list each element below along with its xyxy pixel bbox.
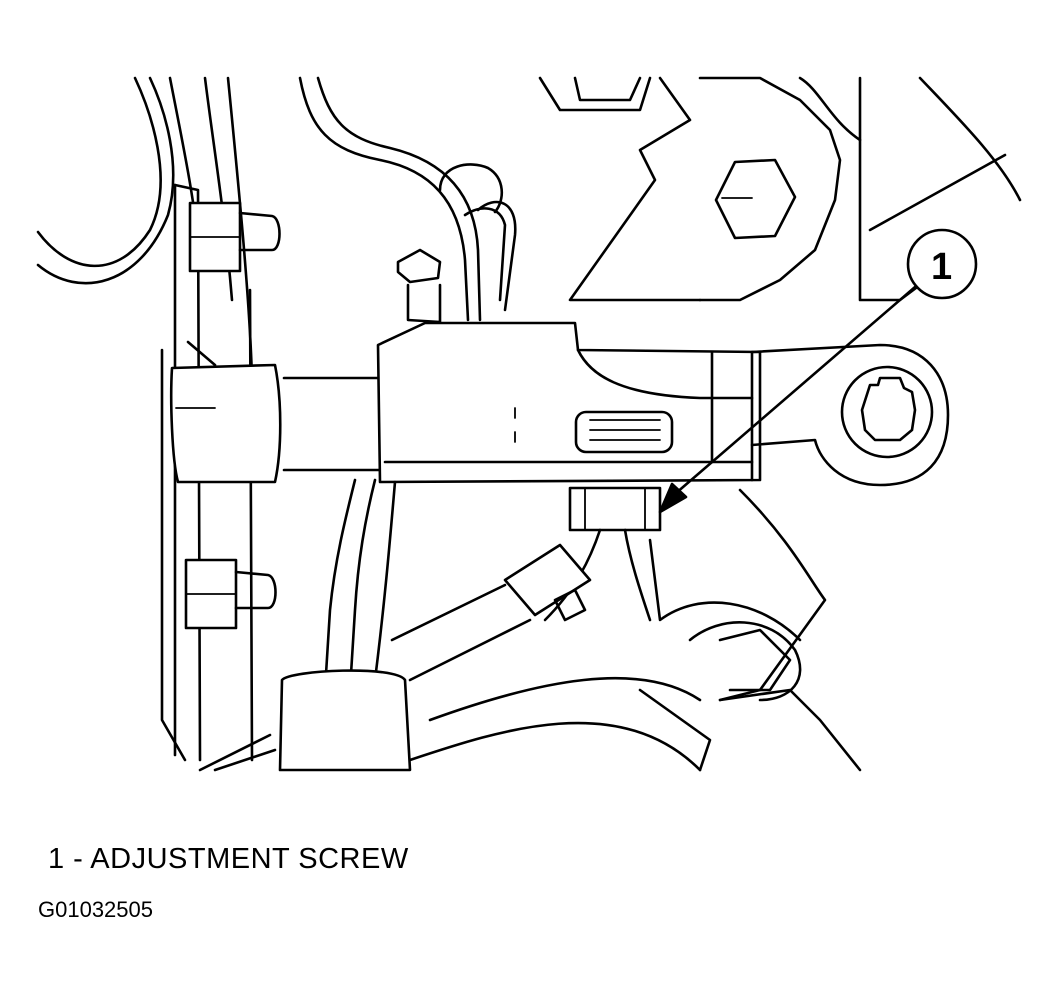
grommet <box>438 163 503 214</box>
wire-harness-upper <box>298 76 517 322</box>
brake-lamp-switch-diagram: 1 <box>36 76 1022 772</box>
switch-body <box>169 321 762 484</box>
callout-1: 1 <box>658 228 978 514</box>
adjustment-screw <box>568 486 662 532</box>
callout-number: 1 <box>931 246 952 288</box>
hex-nut-upper <box>714 158 797 240</box>
dash-trim-panel <box>36 76 254 382</box>
legend-text: 1 - ADJUSTMENT SCREW <box>48 843 409 875</box>
lower-connector <box>390 543 592 682</box>
pedal-arm <box>750 343 950 487</box>
figure-id: G01032505 <box>38 897 153 922</box>
lower-bolt <box>184 558 277 630</box>
harness-plug <box>198 669 412 772</box>
switch-clip <box>396 248 442 324</box>
pedal-support <box>408 488 862 772</box>
upper-bolt <box>188 201 281 273</box>
